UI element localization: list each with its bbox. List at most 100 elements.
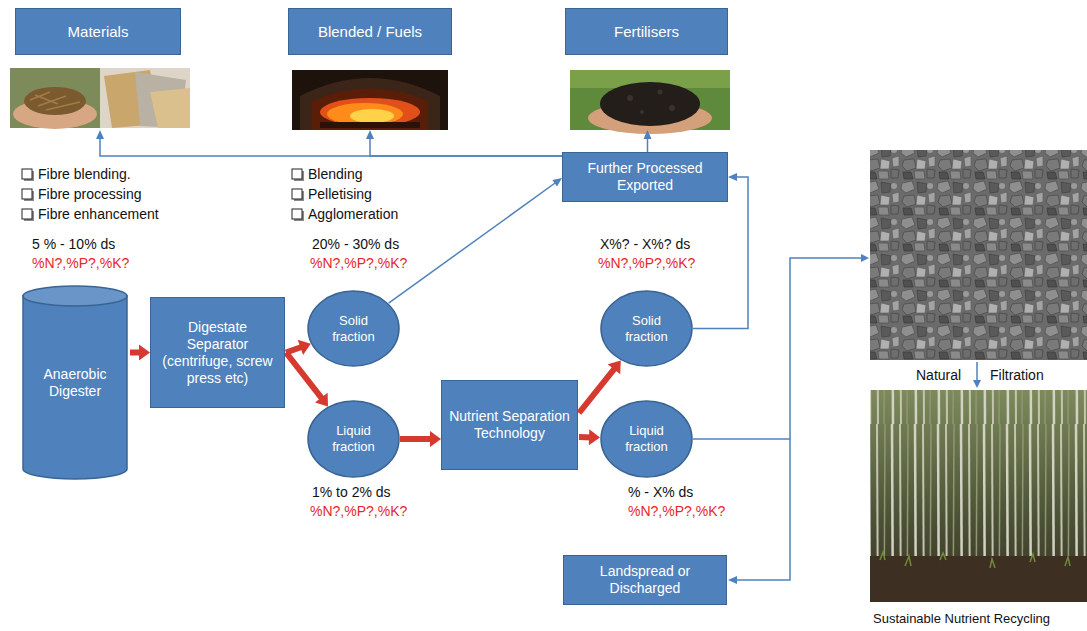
text-label: Agglomeration — [308, 206, 398, 223]
text-label: 5 % - 10% ds — [32, 236, 115, 253]
arrow-head — [728, 173, 737, 181]
text-label: Filtration — [990, 367, 1044, 384]
willow-photo — [870, 390, 1087, 602]
connector-line — [286, 353, 323, 400]
arrow-head — [644, 130, 652, 139]
materials-photo — [100, 68, 190, 128]
nutrient-note: %N?,%P?,%K? — [598, 255, 695, 272]
arrow-head — [315, 393, 328, 407]
flow-arrow — [286, 353, 328, 407]
materials-photo — [10, 68, 100, 128]
text-label: X%? - X%? ds — [600, 236, 690, 253]
fertiliser-photo — [640, 110, 644, 114]
arrow-head — [139, 345, 150, 361]
filtration-arrow — [976, 362, 978, 381]
node-text: Solid fraction — [319, 313, 388, 345]
category-box: Fertilisers — [565, 8, 730, 130]
arrow-head — [430, 431, 441, 447]
ellipse-shape — [308, 401, 399, 477]
cylinder-top — [23, 286, 127, 306]
fraction-ellipse: Solid fraction — [600, 290, 693, 367]
flow-arrow — [579, 361, 621, 413]
checkbox-bullets — [292, 169, 302, 179]
connector-line — [579, 367, 616, 413]
node-text: Fertilisers — [565, 8, 728, 55]
connector-line — [400, 436, 433, 442]
fire-photo — [312, 89, 428, 131]
connector-line — [370, 137, 562, 156]
to-filtration-line — [790, 254, 869, 439]
node-text: Blended / Fuels — [288, 8, 452, 55]
text-label: Natural — [916, 367, 961, 384]
category-box: Materials — [10, 8, 190, 130]
text-label: % - X% ds — [628, 484, 693, 501]
process-box: Digestate Separator (centrifuge, screw p… — [150, 297, 285, 408]
cylinder-body — [23, 295, 127, 479]
fertiliser-photo — [669, 105, 675, 111]
ellipse-shape — [308, 291, 399, 366]
node-text: Liquid fraction — [319, 423, 388, 455]
fertiliser-photo — [627, 95, 633, 101]
text-label: Fibre processing — [38, 186, 142, 203]
text-label: Sustainable Nutrient Recycling — [873, 611, 1050, 627]
gravel-photo — [870, 150, 1087, 360]
text-label: Pelletising — [308, 186, 372, 203]
nutrient-note: %N?,%P?,%K? — [310, 255, 407, 272]
text-label: 20% - 30% ds — [312, 236, 399, 253]
flow-arrow — [130, 345, 150, 361]
node-text: Solid fraction — [612, 313, 681, 345]
text-label: Fibre blending. — [38, 166, 131, 183]
text-label: Fibre enhancement — [38, 206, 159, 223]
materials-photo — [30, 92, 80, 110]
fire-photo — [327, 103, 403, 125]
nutrient-note: %N?,%P?,%K? — [628, 503, 725, 520]
flow-arrow — [400, 431, 441, 447]
process-box: Landspread or Discharged — [563, 555, 727, 605]
node-text: Liquid fraction — [612, 423, 681, 455]
connector — [96, 130, 562, 156]
process-box: Further Processed Exported — [562, 152, 728, 202]
materials-photo — [24, 87, 86, 115]
ellipse-shape — [601, 291, 692, 366]
to-filtration-line — [861, 254, 869, 262]
checkbox-bullets — [22, 189, 32, 199]
fire-photo — [292, 70, 448, 130]
arrow-head — [298, 340, 311, 355]
connector-line — [389, 182, 557, 303]
fraction-ellipse: Solid fraction — [307, 290, 400, 367]
fertiliser-photo — [570, 70, 730, 134]
fire-photo — [350, 109, 394, 123]
category-box: Blended / Fuels — [288, 8, 452, 130]
node-text: Digestate Separator (centrifuge, screw p… — [151, 319, 284, 387]
node-text: Further Processed Exported — [563, 160, 727, 194]
node-text: Landspread or Discharged — [564, 563, 726, 597]
digester-cylinder: Anaerobic Digester — [22, 285, 128, 480]
willow-photo — [870, 390, 1087, 602]
arrow-head — [728, 576, 737, 584]
connector-line — [647, 137, 649, 152]
to-filtration-line — [790, 258, 862, 439]
arrow-head — [366, 130, 374, 139]
checkbox-bullets — [22, 209, 32, 219]
checkbox-bullets — [292, 209, 302, 219]
checkbox-bullets — [292, 189, 302, 199]
ellipse-shape — [601, 401, 692, 477]
fire-photo — [320, 122, 420, 128]
fire-photo — [320, 98, 420, 126]
nutrient-note: %N?,%P?,%K? — [310, 503, 407, 520]
willow-photo — [870, 390, 1087, 560]
node-text: Anaerobic Digester — [26, 366, 124, 400]
checkbox-bullets — [22, 169, 32, 179]
fraction-ellipse: Liquid fraction — [600, 400, 693, 478]
nutrient-note: %N?,%P?,%K? — [32, 255, 129, 272]
fraction-ellipse: Liquid fraction — [307, 400, 400, 478]
fertiliser-photo — [600, 82, 700, 126]
filtration-arrow — [973, 380, 981, 388]
connector — [389, 178, 562, 303]
node-text: Materials — [15, 8, 181, 55]
text-label: Blending — [308, 166, 363, 183]
fertiliser-photo — [658, 90, 663, 95]
fire-photo — [292, 70, 448, 130]
arrow-head — [589, 429, 600, 445]
